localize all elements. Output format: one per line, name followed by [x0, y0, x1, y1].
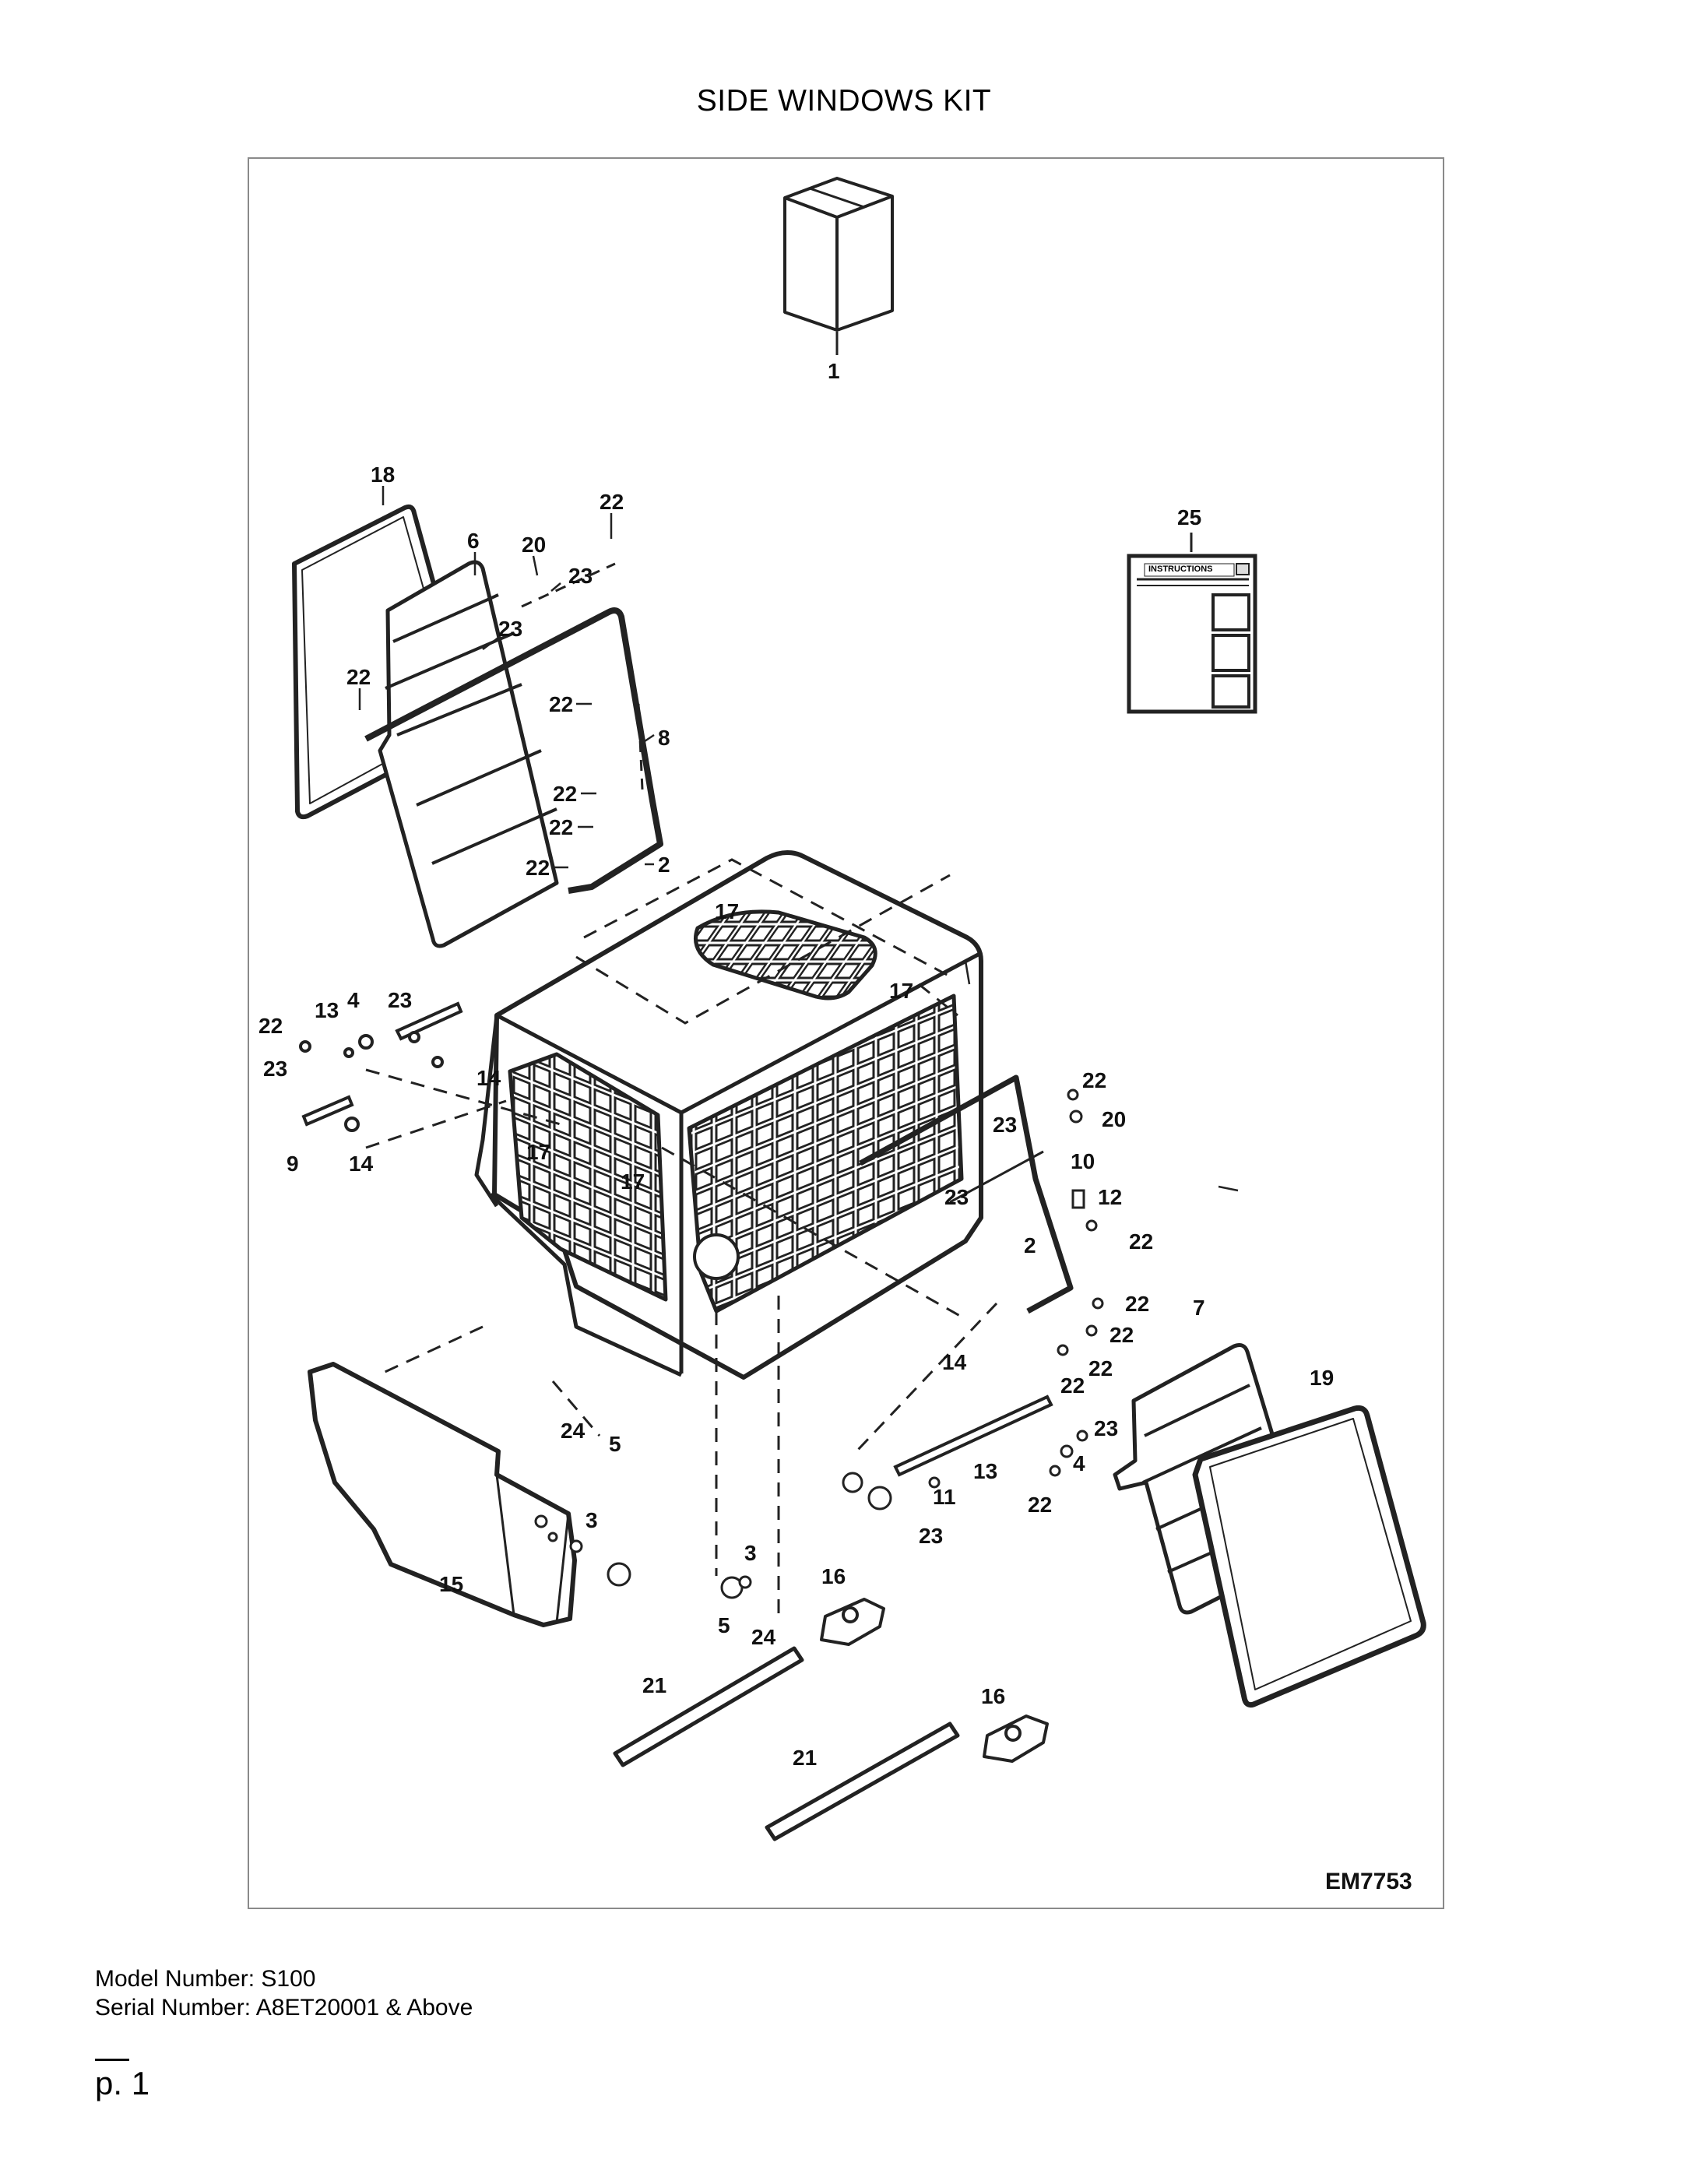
model-number: Model Number: S100 — [95, 1966, 316, 1992]
callout-4: 4 — [1073, 1451, 1085, 1475]
callout-13: 13 — [973, 1459, 997, 1483]
callout-23: 23 — [388, 988, 412, 1012]
callout-20: 20 — [522, 533, 546, 557]
kit-box — [783, 177, 894, 332]
right-window-frame-10 — [859, 1074, 1074, 1314]
exploded-parts-diagram: INSTRUCTIONS — [258, 177, 1426, 1894]
right-window-seal-19 — [1192, 1405, 1426, 1708]
callout-2: 2 — [1024, 1233, 1036, 1257]
track-block-16-a — [820, 1598, 885, 1646]
right-hardware — [842, 1088, 1104, 1493]
callout-14: 14 — [349, 1152, 374, 1176]
callout-22: 22 — [258, 1014, 283, 1038]
callout-22: 22 — [1060, 1373, 1085, 1398]
roof-grille — [694, 909, 877, 1001]
callout-1: 1 — [828, 359, 840, 383]
callout-22: 22 — [1129, 1229, 1153, 1254]
callout-22: 22 — [1125, 1292, 1149, 1316]
callout-22: 22 — [553, 782, 577, 806]
parts-diagram-frame: INSTRUCTIONS — [248, 157, 1444, 1909]
callout-10: 10 — [1071, 1149, 1095, 1173]
callout-22: 22 — [549, 692, 573, 716]
callout-19: 19 — [1310, 1366, 1334, 1390]
side-grille-left — [508, 1052, 668, 1302]
page-rule — [95, 2059, 129, 2061]
callout-23: 23 — [263, 1057, 287, 1081]
callout-22: 22 — [1110, 1323, 1134, 1347]
callout-22: 22 — [1028, 1493, 1052, 1517]
fastener-hardware — [534, 1486, 892, 1599]
callout-22: 22 — [600, 490, 624, 514]
callout-labels: 1 18 6 20 22 23 23 22 22 8 22 22 22 2 25… — [258, 359, 1334, 1770]
callout-24: 24 — [561, 1419, 586, 1443]
callout-7: 7 — [1193, 1296, 1205, 1320]
callout-3: 3 — [586, 1508, 598, 1532]
callout-5: 5 — [609, 1432, 621, 1456]
callout-9: 9 — [287, 1152, 299, 1176]
callout-16: 16 — [821, 1564, 846, 1588]
callout-11: 11 — [933, 1485, 956, 1509]
callout-17: 17 — [621, 1169, 645, 1194]
callout-12: 12 — [1098, 1185, 1122, 1209]
callout-17: 17 — [889, 979, 913, 1003]
callout-15: 15 — [439, 1572, 463, 1596]
callout-6: 6 — [467, 529, 480, 553]
callout-3: 3 — [744, 1541, 757, 1565]
callout-25: 25 — [1177, 505, 1201, 529]
cab-assembly — [474, 850, 983, 1380]
callout-2: 2 — [658, 853, 670, 877]
callout-22: 22 — [1088, 1356, 1113, 1380]
callout-17: 17 — [526, 1140, 550, 1164]
upper-window-assembly — [292, 504, 663, 948]
callout-8: 8 — [658, 726, 670, 750]
callout-23: 23 — [993, 1113, 1017, 1137]
page-title: SIDE WINDOWS KIT — [696, 84, 992, 118]
callout-23: 23 — [1094, 1416, 1118, 1440]
callout-23: 23 — [919, 1524, 943, 1548]
rail-21-b — [765, 1722, 960, 1841]
callout-5: 5 — [718, 1613, 730, 1637]
callout-22: 22 — [1082, 1068, 1106, 1092]
callout-14: 14 — [942, 1350, 967, 1374]
callout-21: 21 — [793, 1746, 817, 1770]
callout-23: 23 — [944, 1185, 969, 1209]
callout-16: 16 — [981, 1684, 1005, 1708]
figure-code: EM7753 — [1325, 1869, 1412, 1894]
callout-14: 14 — [477, 1066, 501, 1090]
page-number: p. 1 — [95, 2065, 150, 2101]
callout-18: 18 — [371, 462, 395, 487]
callout-4: 4 — [347, 988, 360, 1012]
assembly-dashed-guides — [365, 858, 998, 1615]
left-window-brackets — [299, 1001, 463, 1132]
callout-22: 22 — [549, 815, 573, 839]
callout-22: 22 — [526, 856, 550, 880]
callout-leaders — [358, 486, 1239, 1192]
window-frame-8 — [364, 607, 663, 894]
callout-23: 23 — [568, 564, 593, 588]
callout-17: 17 — [715, 899, 739, 923]
side-panel-15 — [308, 1362, 577, 1627]
serial-number: Serial Number: A8ET20001 & Above — [95, 1995, 473, 2020]
callout-24: 24 — [751, 1625, 776, 1649]
callout-22: 22 — [346, 665, 371, 689]
rail-21-a — [613, 1646, 804, 1767]
callout-13: 13 — [315, 998, 339, 1022]
instructions-label: INSTRUCTIONS — [1148, 564, 1213, 574]
callout-23: 23 — [498, 617, 522, 641]
callout-21: 21 — [642, 1673, 666, 1697]
callout-20: 20 — [1102, 1107, 1126, 1131]
track-block-16-b — [983, 1714, 1049, 1763]
instructions-sheet — [1127, 554, 1257, 714]
